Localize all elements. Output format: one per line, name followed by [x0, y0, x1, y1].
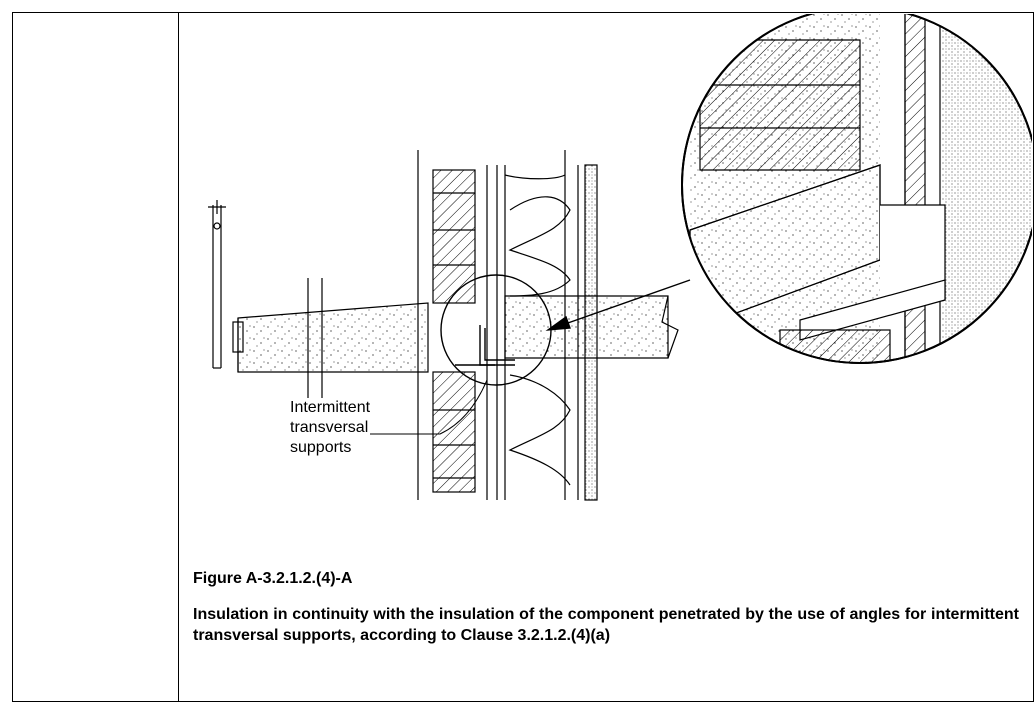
vertical-pipe [307, 278, 323, 398]
section-drawing [208, 14, 1032, 501]
figure-caption: Insulation in continuity with the insula… [193, 606, 1019, 644]
callout-label: Intermittent transversal supports [290, 398, 370, 458]
brick-wall [417, 150, 476, 500]
figure-number: Figure A-3.2.1.2.(4)-A [193, 570, 353, 587]
callout-line-3: supports [290, 439, 352, 456]
detail-circle [681, 14, 1032, 364]
callout-line-1: Intermittent [290, 399, 371, 416]
column-divider [178, 12, 179, 702]
angle-support [440, 274, 691, 386]
callout-line-2: transversal [290, 419, 369, 436]
callout-leader [370, 379, 488, 435]
